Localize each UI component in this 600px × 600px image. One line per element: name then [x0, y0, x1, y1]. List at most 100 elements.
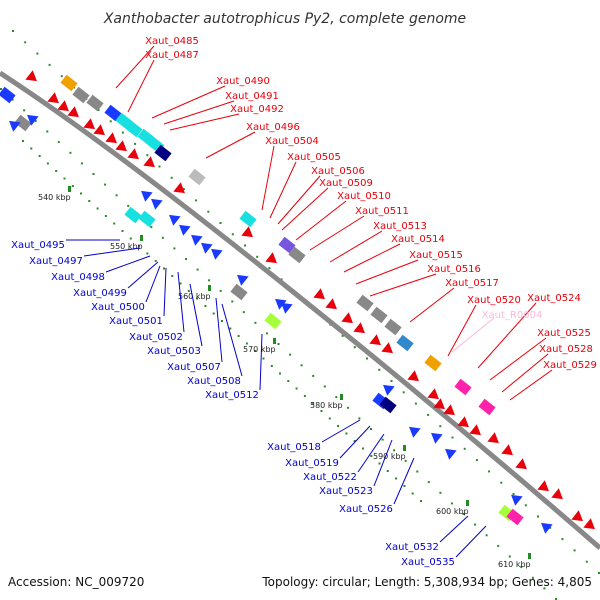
- ruler-dot: [11, 98, 14, 101]
- gene-label-reverse[interactable]: Xaut_0503: [147, 346, 201, 357]
- ruler-dot: [104, 215, 107, 217]
- ruler-dot: [341, 334, 344, 337]
- gene-label-reverse[interactable]: Xaut_0518: [267, 442, 321, 453]
- label-leader-line: [343, 243, 401, 273]
- gene-label-forward[interactable]: Xaut_0513: [373, 221, 427, 232]
- ruler-dot: [208, 279, 211, 282]
- ruler-dot: [362, 447, 364, 450]
- gene-label-reverse[interactable]: Xaut_0512: [205, 390, 259, 401]
- gene-label-forward[interactable]: Xaut_0514: [391, 234, 445, 245]
- gene-label-reverse[interactable]: Xaut_0500: [91, 302, 145, 313]
- ruler-dot: [146, 154, 149, 157]
- gene-label-forward[interactable]: Xaut_0517: [445, 278, 499, 289]
- ruler-dot: [115, 194, 118, 197]
- gene-label-forward[interactable]: Xaut_0487: [145, 50, 199, 61]
- gene-arrow: [265, 252, 277, 264]
- gene-label-forward[interactable]: Xaut_0492: [230, 104, 284, 115]
- gene-arrow: [173, 182, 185, 194]
- ruler-dot: [561, 538, 564, 541]
- ruler-dot: [287, 380, 290, 382]
- gene-label-forward[interactable]: Xaut_0529: [543, 360, 597, 371]
- ruler-dot: [427, 481, 430, 484]
- gene-label-reverse[interactable]: Xaut_0508: [187, 376, 241, 387]
- gene-label-reverse[interactable]: Xaut_0497: [29, 256, 83, 267]
- gene-label-reverse[interactable]: Xaut_0498: [51, 272, 105, 283]
- gene-label-forward[interactable]: Xaut_0490: [216, 76, 270, 87]
- gene-label-rna[interactable]: Xaut_R0004: [482, 310, 543, 321]
- gene-label-reverse[interactable]: Xaut_0502: [129, 332, 183, 343]
- ruler-dot: [335, 396, 338, 399]
- gene-label-forward[interactable]: Xaut_0511: [355, 206, 409, 217]
- gene-label-forward[interactable]: Xaut_0491: [225, 91, 279, 102]
- ruler-dot: [270, 365, 273, 367]
- gene-label-reverse[interactable]: Xaut_0519: [285, 458, 339, 469]
- ruler-dot: [195, 199, 198, 202]
- gene-label-forward[interactable]: Xaut_0496: [246, 122, 300, 133]
- kbp-tick-label: 550 kbp: [110, 242, 143, 251]
- gene-label-forward[interactable]: Xaut_0504: [265, 136, 319, 147]
- ruler-dot: [411, 492, 414, 495]
- label-leader-line: [259, 333, 263, 391]
- gene-label-forward[interactable]: Xaut_0506: [311, 166, 365, 177]
- ruler-dot: [370, 455, 373, 457]
- ruler-dot: [497, 544, 500, 547]
- gene-label-reverse[interactable]: Xaut_0499: [73, 288, 127, 299]
- gene-label-forward[interactable]: Xaut_0510: [337, 191, 391, 202]
- gene-label-forward[interactable]: Xaut_0528: [539, 344, 593, 355]
- gene-label-reverse[interactable]: Xaut_0522: [303, 472, 357, 483]
- label-leader-line: [409, 287, 455, 323]
- gene-feature-block: [239, 210, 257, 228]
- gene-feature-block: [379, 396, 397, 414]
- ruler-dot: [485, 534, 488, 537]
- ruler-dot: [337, 425, 340, 427]
- gene-feature-block: [154, 144, 172, 162]
- ruler-dot: [129, 237, 132, 240]
- gene-label-reverse[interactable]: Xaut_0526: [339, 504, 393, 515]
- gene-label-reverse[interactable]: Xaut_0501: [109, 316, 163, 327]
- gene-arrow: [445, 448, 457, 460]
- ruler-dot: [36, 52, 39, 55]
- ruler-dot: [55, 170, 58, 172]
- gene-feature-block: [124, 206, 142, 224]
- ruler-dot: [395, 477, 398, 480]
- ruler-dot: [80, 192, 82, 195]
- gene-label-forward[interactable]: Xaut_0485: [145, 36, 199, 47]
- gene-label-forward[interactable]: Xaut_0525: [537, 328, 591, 339]
- label-leader-line: [477, 302, 537, 369]
- ruler-dot: [185, 258, 187, 260]
- gene-label-forward[interactable]: Xaut_0524: [527, 293, 581, 304]
- ruler-dot: [104, 183, 107, 186]
- gene-arrow: [341, 312, 353, 324]
- ruler-dot: [451, 436, 454, 439]
- ruler-dot: [97, 109, 100, 111]
- ruler-dot: [543, 587, 546, 590]
- gene-label-reverse[interactable]: Xaut_0535: [401, 557, 455, 568]
- gene-label-forward[interactable]: Xaut_0515: [409, 250, 463, 261]
- label-leader-line: [357, 433, 385, 473]
- gene-label-reverse[interactable]: Xaut_0523: [319, 486, 373, 497]
- ruler-dot: [323, 385, 326, 388]
- ruler-dot: [358, 417, 361, 420]
- label-leader-line: [439, 515, 469, 543]
- ruler-dot: [531, 576, 534, 579]
- label-leader-line: [509, 369, 553, 401]
- gene-label-reverse[interactable]: Xaut_0507: [167, 362, 221, 373]
- gene-label-forward[interactable]: Xaut_0516: [427, 264, 481, 275]
- gene-label-forward[interactable]: Xaut_0505: [287, 152, 341, 163]
- gene-arrow: [469, 424, 481, 436]
- gene-label-reverse[interactable]: Xaut_0495: [11, 240, 65, 251]
- gene-arrow: [409, 426, 421, 438]
- ruler-dot: [500, 481, 503, 484]
- ruler-dot: [113, 222, 116, 225]
- gene-label-forward[interactable]: Xaut_0509: [319, 178, 373, 189]
- gene-label-reverse[interactable]: Xaut_0532: [385, 542, 439, 553]
- gene-label-forward[interactable]: Xaut_0520: [467, 295, 521, 306]
- ruler-dot: [277, 343, 280, 345]
- label-leader-line: [177, 271, 185, 333]
- label-leader-line: [105, 255, 151, 273]
- kbp-tick-mark: [273, 338, 276, 344]
- label-leader-line: [393, 457, 415, 505]
- label-leader-line: [115, 45, 155, 89]
- ruler-dot: [439, 425, 442, 428]
- ruler-dot: [254, 350, 257, 352]
